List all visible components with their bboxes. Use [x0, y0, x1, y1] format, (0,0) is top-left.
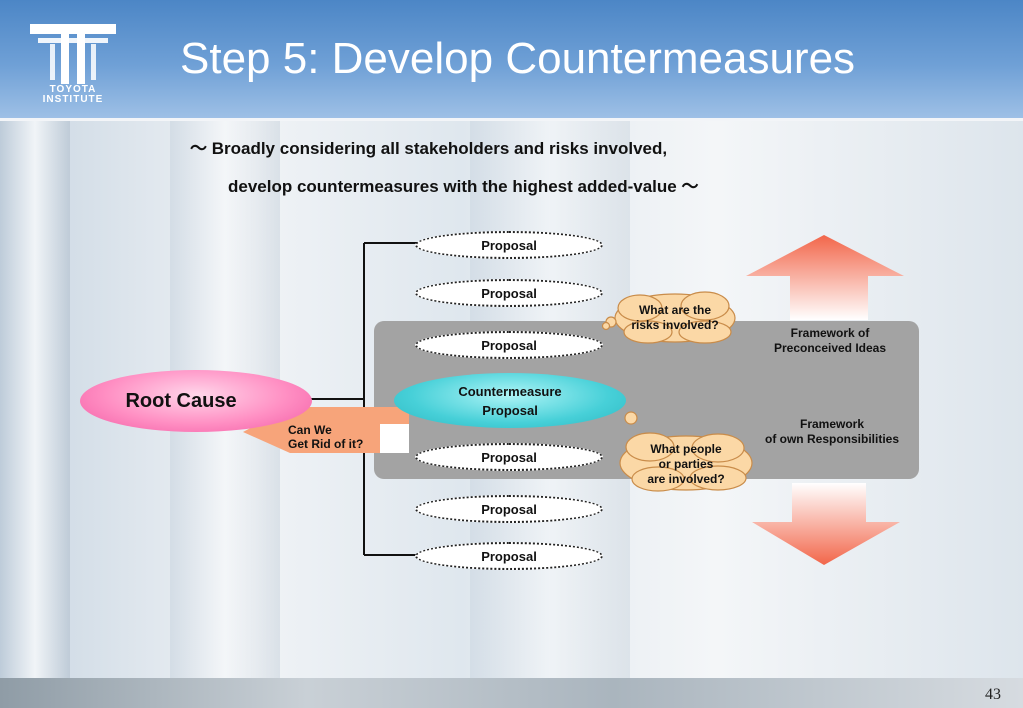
can-we-text: Can We Get Rid of it?	[288, 423, 363, 451]
countermeasure-label-line2: Proposal	[482, 402, 538, 418]
cloud-people-label: What people or parties are involved?	[626, 442, 746, 487]
logo-text-line2: INSTITUTE	[42, 94, 104, 105]
cloud-risks-line2: risks involved?	[631, 318, 719, 332]
can-we-line1: Can We	[288, 423, 332, 437]
root-cause-label: Root Cause	[125, 389, 237, 412]
bracket-connector	[310, 242, 417, 556]
up-arrow-icon	[746, 235, 904, 320]
logo-text-line1: TOYOTA	[49, 84, 97, 95]
countermeasure-label-line1: Countermeasure	[458, 383, 562, 399]
proposal-ellipse-2: Proposal	[415, 279, 603, 307]
cloud-risks-shape	[601, 291, 736, 344]
header-divider	[0, 118, 1023, 121]
framework-preconceived-label: Framework of Preconceived Ideas	[750, 326, 910, 356]
page-title: Step 5: Develop Countermeasures	[180, 34, 856, 83]
root-cause-ellipse: Root Cause	[80, 370, 312, 432]
framework-preconceived-line2: Preconceived Ideas	[773, 341, 887, 355]
subtitle-line1: ～ Broadly considering all stakeholders a…	[190, 139, 668, 158]
cloud-risks-label: What are the risks involved?	[615, 303, 735, 333]
proposal-ellipse-6: Proposal	[415, 542, 603, 570]
header-bar	[0, 0, 1023, 118]
subtitle-line2: develop countermeasures with the highest…	[228, 177, 699, 196]
toyota-institute-logo-icon	[30, 24, 116, 84]
cloud-risks-line1: What are the	[638, 303, 711, 317]
proposal-ellipse-5: Proposal	[415, 495, 603, 523]
proposal-ellipse-1: Proposal	[415, 231, 603, 259]
can-we-tag: Can We Get Rid of it?	[243, 407, 409, 457]
proposal-ellipse-3: Proposal	[415, 331, 603, 359]
down-arrow-icon	[752, 483, 900, 565]
framework-preconceived-line1: Framework of	[790, 326, 870, 340]
framework-own-line1: Framework	[799, 417, 865, 431]
cloud-people-shape	[619, 411, 753, 492]
page-number: 43	[985, 686, 1001, 703]
background-column-left	[0, 120, 70, 680]
countermeasure-ellipse: Countermeasure Proposal	[394, 373, 626, 428]
footer-band	[0, 678, 1023, 708]
can-we-line2: Get Rid of it?	[288, 437, 364, 451]
framework-own-line2: of own Responsibilities	[764, 432, 899, 446]
cloud-people-line3: are involved?	[647, 472, 725, 486]
cloud-people-line2: or parties	[658, 457, 714, 471]
cloud-people-line1: What people	[650, 442, 722, 456]
framework-own-label: Framework of own Responsibilities	[750, 417, 914, 447]
proposal-ellipse-4: Proposal	[415, 443, 603, 471]
